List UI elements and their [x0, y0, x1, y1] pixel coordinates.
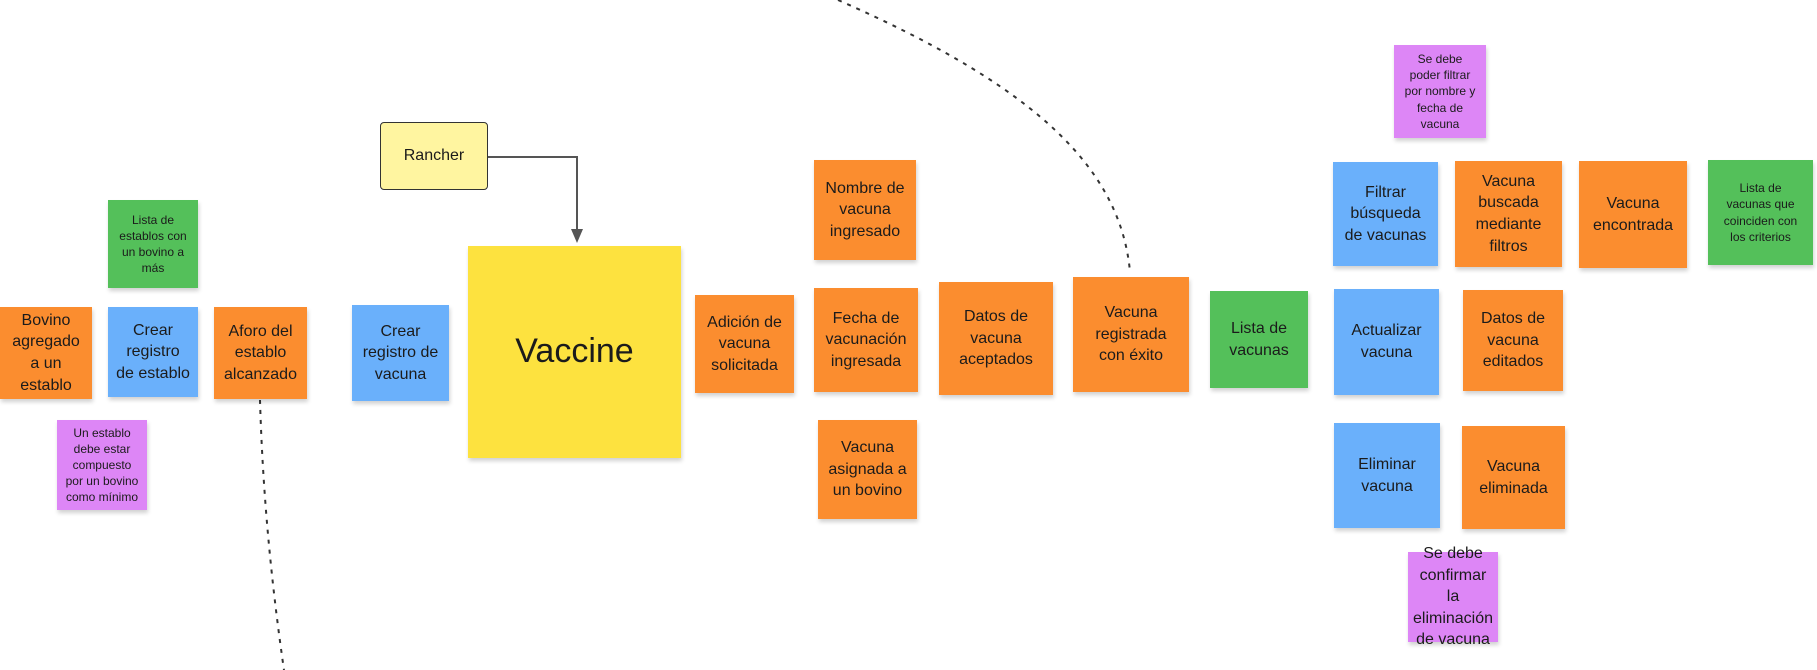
note-adicion-vacuna[interactable]: Adición de vacuna solicitada [695, 295, 794, 393]
rancher-to-vaccine-connector [488, 156, 578, 232]
note-vacuna-buscada[interactable]: Vacuna buscada mediante filtros [1455, 161, 1562, 267]
note-vaccine-aggregate[interactable]: Vaccine [468, 246, 681, 458]
note-lista-establos[interactable]: Lista de establos con un bovino a más [108, 200, 198, 288]
note-lista-vacunas[interactable]: Lista de vacunas [1210, 291, 1308, 388]
note-vacuna-registrada[interactable]: Vacuna registrada con éxito [1073, 277, 1189, 392]
note-crear-registro-establo[interactable]: Crear registro de establo [108, 307, 198, 397]
note-crear-registro-vacuna[interactable]: Crear registro de vacuna [352, 305, 449, 401]
note-datos-aceptados[interactable]: Datos de vacuna aceptados [939, 282, 1053, 395]
note-lista-coinciden[interactable]: Lista de vacunas que coinciden con los c… [1708, 160, 1813, 265]
note-filtrar-busqueda[interactable]: Filtrar búsqueda de vacunas [1333, 162, 1438, 266]
note-regla-filtrar[interactable]: Se debe poder filtrar por nombre y fecha… [1394, 45, 1486, 138]
note-datos-editados[interactable]: Datos de vacuna editados [1463, 290, 1563, 391]
note-eliminar-vacuna[interactable]: Eliminar vacuna [1334, 423, 1440, 528]
note-bovino-agregado[interactable]: Bovino agregado a un establo [0, 307, 92, 399]
note-regla-eliminar[interactable]: Se debe confirmar la eliminación de vacu… [1408, 545, 1498, 648]
dashed-curve-bottom [259, 399, 285, 670]
note-regla-establo[interactable]: Un establo debe estar compuesto por un b… [57, 420, 147, 510]
note-nombre-vacuna[interactable]: Nombre de vacuna ingresado [814, 160, 916, 260]
note-vacuna-encontrada[interactable]: Vacuna encontrada [1579, 161, 1687, 268]
note-vacuna-asignada[interactable]: Vacuna asignada a un bovino [818, 420, 917, 519]
arrow-down-icon [571, 229, 583, 243]
note-actualizar-vacuna[interactable]: Actualizar vacuna [1334, 289, 1439, 395]
note-fecha-vacunacion[interactable]: Fecha de vacunación ingresada [814, 288, 918, 392]
note-vacuna-eliminada[interactable]: Vacuna eliminada [1462, 426, 1565, 529]
note-aforo-establo[interactable]: Aforo del establo alcanzado [214, 307, 307, 399]
note-rancher[interactable]: Rancher [380, 122, 488, 190]
